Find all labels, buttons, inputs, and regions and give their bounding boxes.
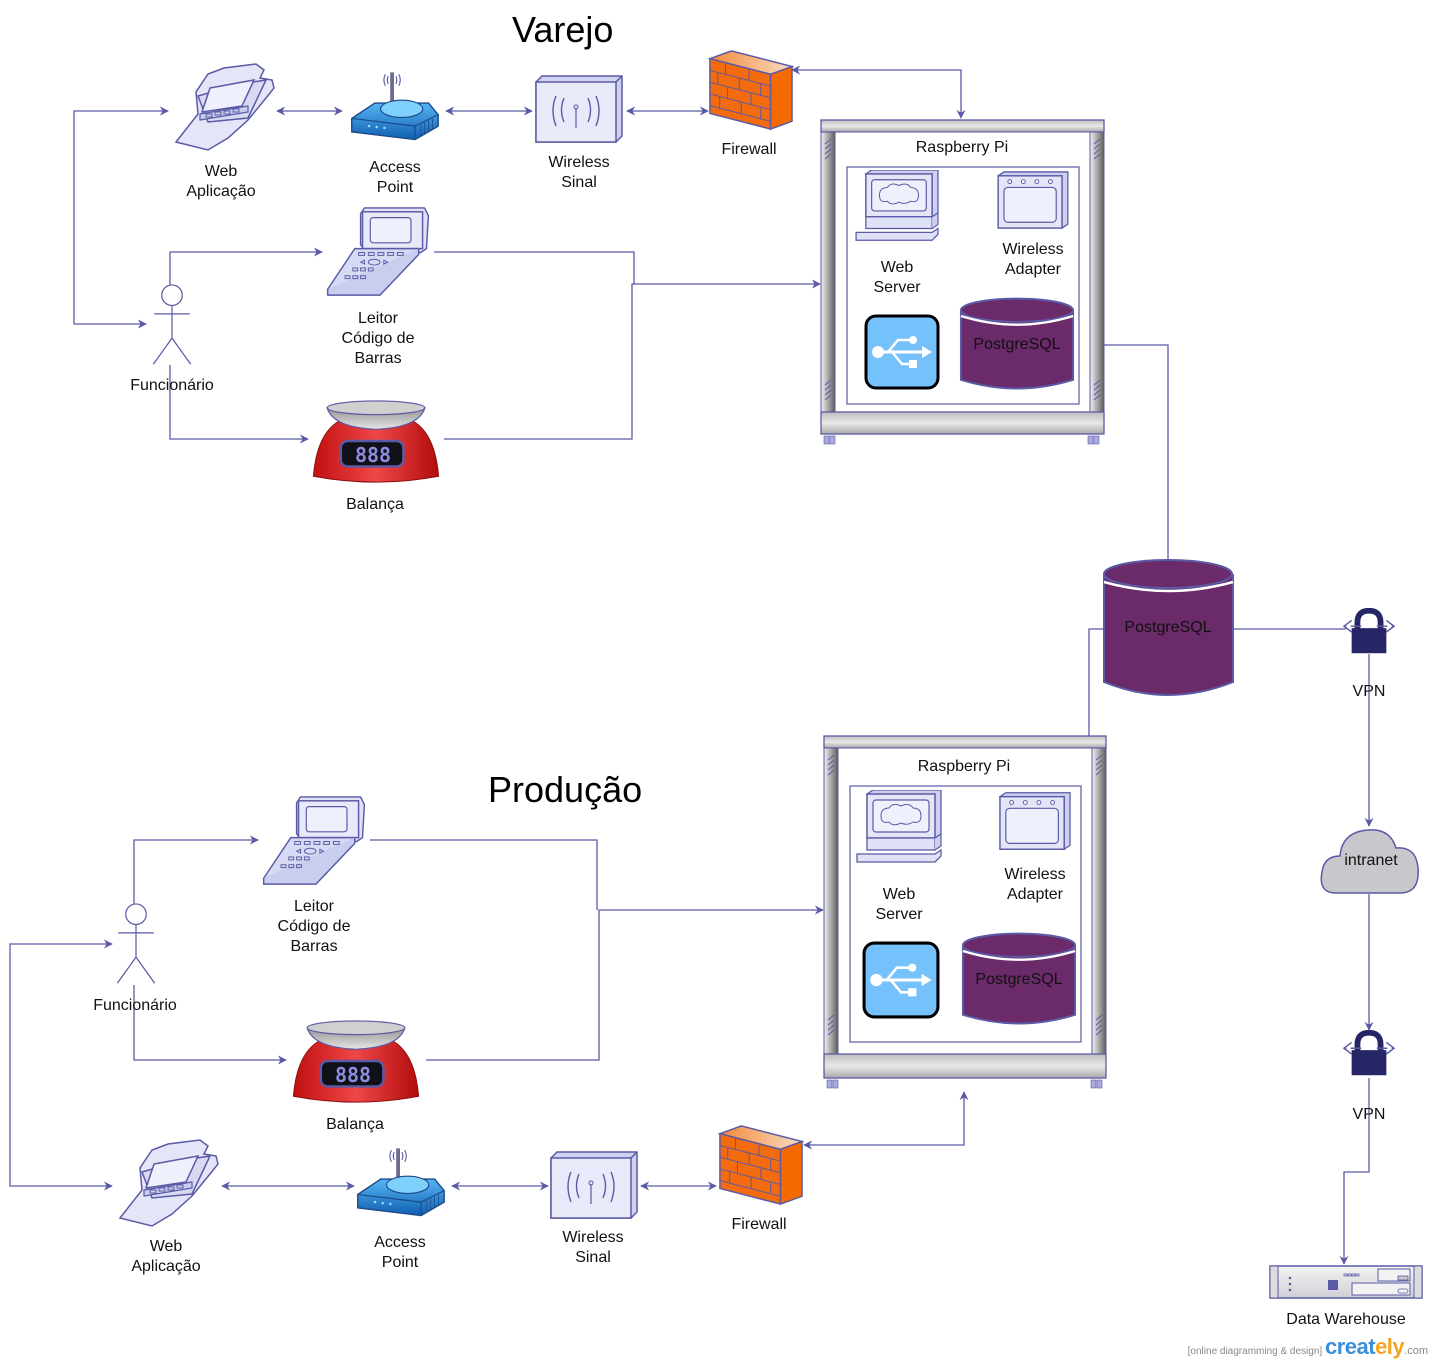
watermark-brand: creately: [1324, 1334, 1405, 1359]
retail-firewall-icon[interactable]: [709, 50, 793, 130]
production-firewall-label: Firewall: [731, 1216, 787, 1233]
retail-wireless-signal-icon[interactable]: [535, 75, 623, 143]
vpn-bottom-label: VPN: [1352, 1106, 1386, 1123]
connector-employee-scale: [169, 365, 309, 444]
connector-barcode-bus: [370, 839, 598, 910]
production-web-app-label: Web Aplicação: [131, 1238, 201, 1275]
retail-usb-icon[interactable]: [864, 314, 940, 390]
retail-barcode-reader-label: Leitor Código de Barras: [341, 310, 415, 367]
connector-central-db-retail-db: [1073, 340, 1169, 560]
production-wireless-signal-icon[interactable]: [550, 1151, 638, 1219]
connector-employee-barcode: [133, 835, 259, 905]
retail-connectors: [73, 65, 1169, 560]
retail-web-app-label: Web Aplicação: [186, 163, 256, 200]
retail-firewall-label: Firewall: [721, 141, 777, 158]
vpn-bottom-lock-icon[interactable]: [1344, 1033, 1394, 1075]
connector-vpn-datawarehouse: [1339, 1078, 1370, 1265]
central-database-label: PostgreSQL: [1124, 619, 1212, 636]
production-section-title: Produção: [488, 769, 643, 810]
connector-webapp-employee: [9, 939, 113, 1191]
production-server-title: Raspberry Pi: [917, 758, 1011, 775]
retail-scale-display: 888: [354, 443, 392, 467]
data-warehouse-label: Data Warehouse: [1286, 1311, 1406, 1328]
retail-employee-icon[interactable]: [152, 284, 192, 365]
production-firewall-icon[interactable]: [719, 1125, 803, 1205]
vpn-top-label: VPN: [1352, 683, 1386, 700]
retail-employee-label: Funcionário: [130, 377, 214, 394]
production-connectors: [9, 835, 969, 1191]
central-connectors: [1074, 628, 1374, 1265]
production-employee-label: Funcionário: [93, 997, 177, 1014]
production-wireless-adapter-label: Wireless Adapter: [1004, 866, 1066, 903]
production-web-server-label: Web Server: [875, 886, 923, 923]
retail-section-title: Varejo: [512, 9, 614, 50]
retail-server-title: Raspberry Pi: [915, 139, 1009, 156]
connector-firewall-server: [803, 1091, 969, 1150]
connector-barcode-bus: [434, 251, 635, 284]
intranet-cloud-icon[interactable]: [1320, 829, 1419, 894]
connector-scale-bus: [426, 905, 824, 1061]
retail-wireless-adapter-icon[interactable]: [997, 171, 1069, 229]
retail-scale-icon[interactable]: [312, 399, 440, 484]
data-warehouse-icon[interactable]: [1269, 1265, 1423, 1299]
production-web-app-icon[interactable]: [119, 1139, 219, 1227]
production-barcode-reader-icon[interactable]: [262, 796, 366, 885]
production-employee-icon[interactable]: [116, 903, 156, 984]
production-wireless-adapter-icon[interactable]: [999, 792, 1071, 850]
connector-employee-barcode: [169, 247, 323, 286]
retail-wireless-adapter-label: Wireless Adapter: [1002, 241, 1064, 278]
retail-wireless-signal-label: Wireless Sinal: [548, 154, 610, 191]
production-access-point-label: Access Point: [374, 1234, 426, 1271]
creately-watermark[interactable]: [online diagramming & design] creately.c…: [1188, 1334, 1428, 1360]
production-scale-icon[interactable]: [292, 1019, 420, 1104]
production-usb-icon[interactable]: [862, 941, 940, 1019]
intranet-label: intranet: [1344, 852, 1398, 869]
central-database-icon[interactable]: [1103, 559, 1234, 696]
retail-access-point-label: Access Point: [369, 159, 421, 196]
retail-barcode-reader-icon[interactable]: [326, 207, 430, 296]
retail-database-label: PostgreSQL: [973, 336, 1061, 353]
production-scale-label: Balança: [326, 1116, 384, 1133]
production-wireless-signal-label: Wireless Sinal: [562, 1229, 624, 1266]
retail-access-point-icon[interactable]: [349, 70, 441, 142]
retail-web-server-label: Web Server: [873, 259, 921, 296]
production-database-label: PostgreSQL: [975, 971, 1063, 988]
retail-web-app-icon[interactable]: [175, 63, 275, 151]
production-barcode-reader-label: Leitor Código de Barras: [277, 898, 351, 955]
connector-employee-webapp: [73, 106, 169, 329]
production-scale-display: 888: [334, 1063, 372, 1087]
vpn-top-lock-icon[interactable]: [1344, 611, 1394, 653]
connector-firewall-server: [791, 65, 966, 119]
production-access-point-icon[interactable]: [355, 1146, 447, 1218]
watermark-tagline: [online diagramming & design]: [1187, 1346, 1323, 1357]
retail-scale-label: Balança: [346, 496, 404, 513]
connector-employee-scale: [133, 985, 287, 1065]
watermark-domain: .com: [1404, 1345, 1428, 1357]
connector-scale-bus: [444, 279, 821, 440]
